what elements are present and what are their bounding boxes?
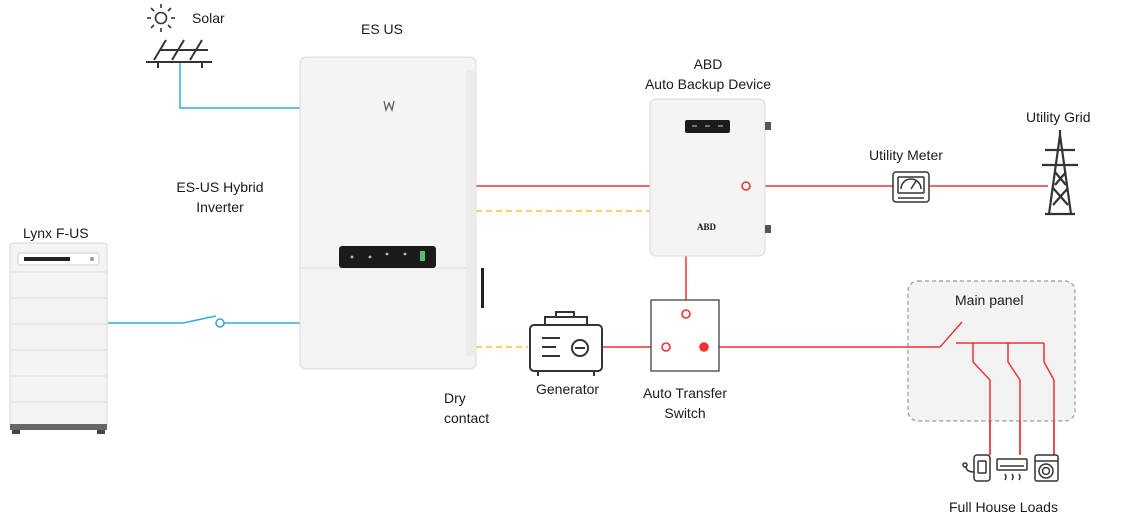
hybrid-inverter-label-line1: ES-US Hybrid — [176, 179, 264, 195]
utility-meter-icon — [892, 171, 930, 203]
solar-dc-line — [179, 62, 300, 109]
generator-icon — [529, 311, 603, 376]
utility-meter-label: Utility Meter — [869, 147, 943, 163]
main-panel — [907, 280, 1076, 422]
water-heater-icon — [962, 454, 991, 482]
washing-machine-icon — [1034, 454, 1059, 482]
battery-switch-contact — [215, 318, 225, 328]
dry-contact-label-line2: contact — [444, 410, 490, 426]
utility-grid-label: Utility Grid — [1026, 109, 1091, 125]
es-us-label: ES US — [360, 21, 403, 37]
switch-contacts — [215, 181, 751, 352]
generator-label: Generator — [536, 381, 600, 397]
hybrid-inverter-label-line2: Inverter — [196, 199, 244, 215]
abd-device — [649, 98, 771, 257]
sun-icon — [147, 4, 175, 32]
abd-title-label: ABD — [693, 56, 723, 72]
lynx-battery — [9, 242, 108, 434]
abd-device-mark: ABD — [697, 222, 717, 232]
ats-contact-right — [699, 342, 709, 352]
ats-label-line2: Switch — [664, 405, 706, 421]
main-panel-label: Main panel — [955, 292, 1024, 308]
panel-wiring — [908, 321, 1055, 455]
abd-switch-contact — [741, 181, 751, 191]
ats-contact-left — [661, 342, 671, 352]
abd-subtitle-label: Auto Backup Device — [644, 76, 772, 92]
ats-label-line1: Auto Transfer — [642, 385, 728, 401]
transmission-tower-icon — [1042, 130, 1078, 216]
air-conditioner-icon — [996, 458, 1028, 481]
dry-contact-label-line1: Dry — [444, 390, 466, 406]
solar-panel-icon — [146, 39, 212, 68]
battery-dc-switch-blade — [182, 315, 217, 324]
ats-contact-top — [681, 309, 691, 319]
es-us-inverter — [299, 56, 484, 370]
solar-label: Solar — [192, 10, 225, 26]
full-house-loads-label: Full House Loads — [949, 499, 1058, 515]
lynx-label: Lynx F-US — [23, 225, 89, 241]
